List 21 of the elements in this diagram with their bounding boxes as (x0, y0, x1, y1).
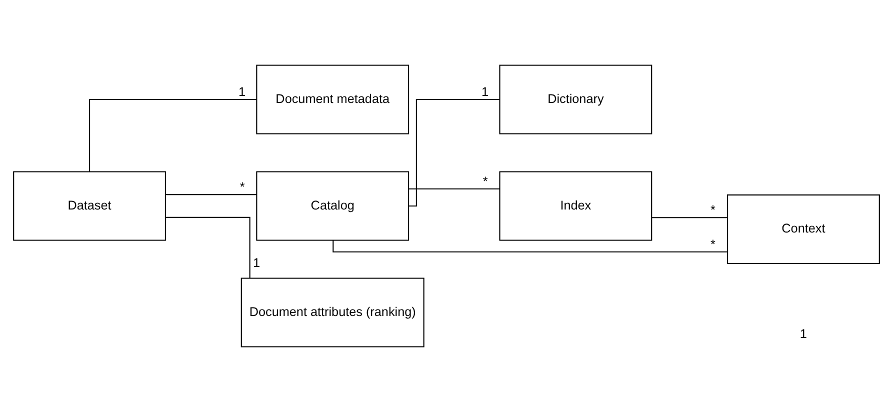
connector (89, 98, 256, 172)
label: 1 (800, 326, 807, 341)
node-box: Document metadata (256, 64, 410, 134)
node-box: Document attributes (ranking) (240, 278, 424, 348)
edge-label: * (240, 180, 245, 194)
edge-label: * (710, 203, 716, 218)
connector (166, 216, 250, 278)
connector (166, 194, 257, 196)
edge-label: * (482, 174, 488, 188)
node-box: Index (499, 171, 652, 241)
node-box: Dictionary (499, 64, 652, 134)
edge-label: 1 (238, 85, 246, 100)
edge-label: 1 (252, 256, 260, 270)
connector (652, 217, 728, 218)
node-box: Dataset (13, 171, 166, 241)
edge-label: * (710, 237, 716, 252)
connector (408, 98, 500, 207)
edge-label: 1 (481, 85, 489, 100)
node-box: Catalog (256, 171, 410, 241)
connector (408, 188, 500, 190)
node-box: Context (727, 194, 880, 264)
